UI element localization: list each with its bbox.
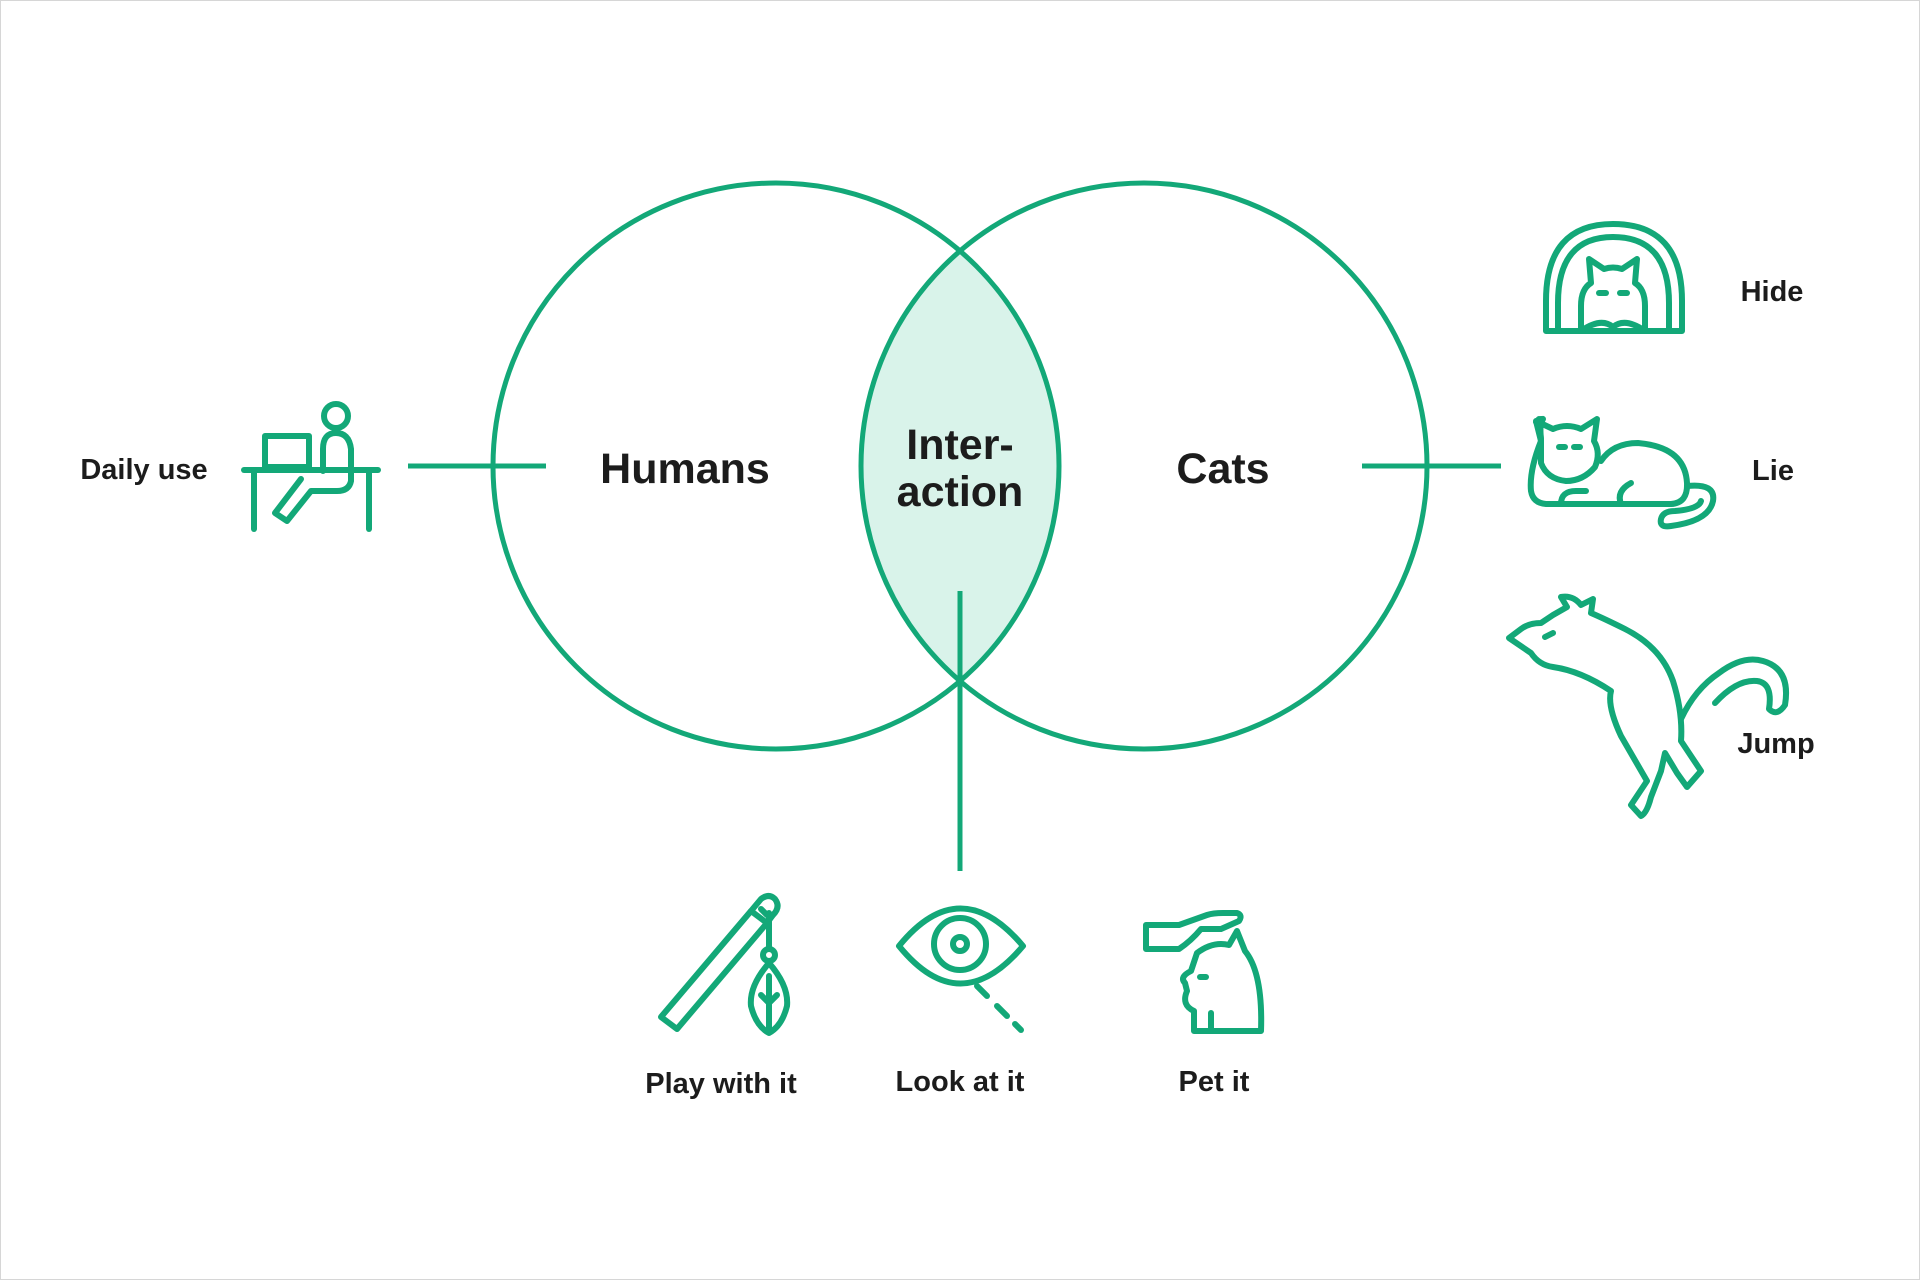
- feather-wand-icon: [658, 893, 791, 1036]
- item-label-look-at-it: Look at it: [896, 1066, 1025, 1098]
- item-label-play-with-it: Play with it: [645, 1068, 797, 1100]
- item-label-lie: Lie: [1752, 455, 1794, 487]
- item-label-pet-it: Pet it: [1179, 1066, 1250, 1098]
- eye-icon: [896, 905, 1026, 1033]
- set-label-interaction-line1: Inter-: [906, 421, 1014, 469]
- hand-petting-cat-icon: [1143, 910, 1265, 1034]
- item-label-jump: Jump: [1737, 728, 1814, 760]
- item-label-daily-use: Daily use: [80, 454, 207, 486]
- set-label-humans: Humans: [600, 445, 770, 493]
- lying-cat-icon: [1527, 416, 1717, 530]
- intersection-region: [861, 183, 1059, 749]
- set-label-cats: Cats: [1176, 445, 1269, 493]
- item-label-hide: Hide: [1741, 276, 1804, 308]
- cat-in-tunnel-icon: [1543, 221, 1685, 334]
- jumping-cat-icon: [1506, 593, 1789, 819]
- set-label-interaction-line2: action: [897, 468, 1024, 516]
- person-at-desk-icon: [241, 401, 381, 532]
